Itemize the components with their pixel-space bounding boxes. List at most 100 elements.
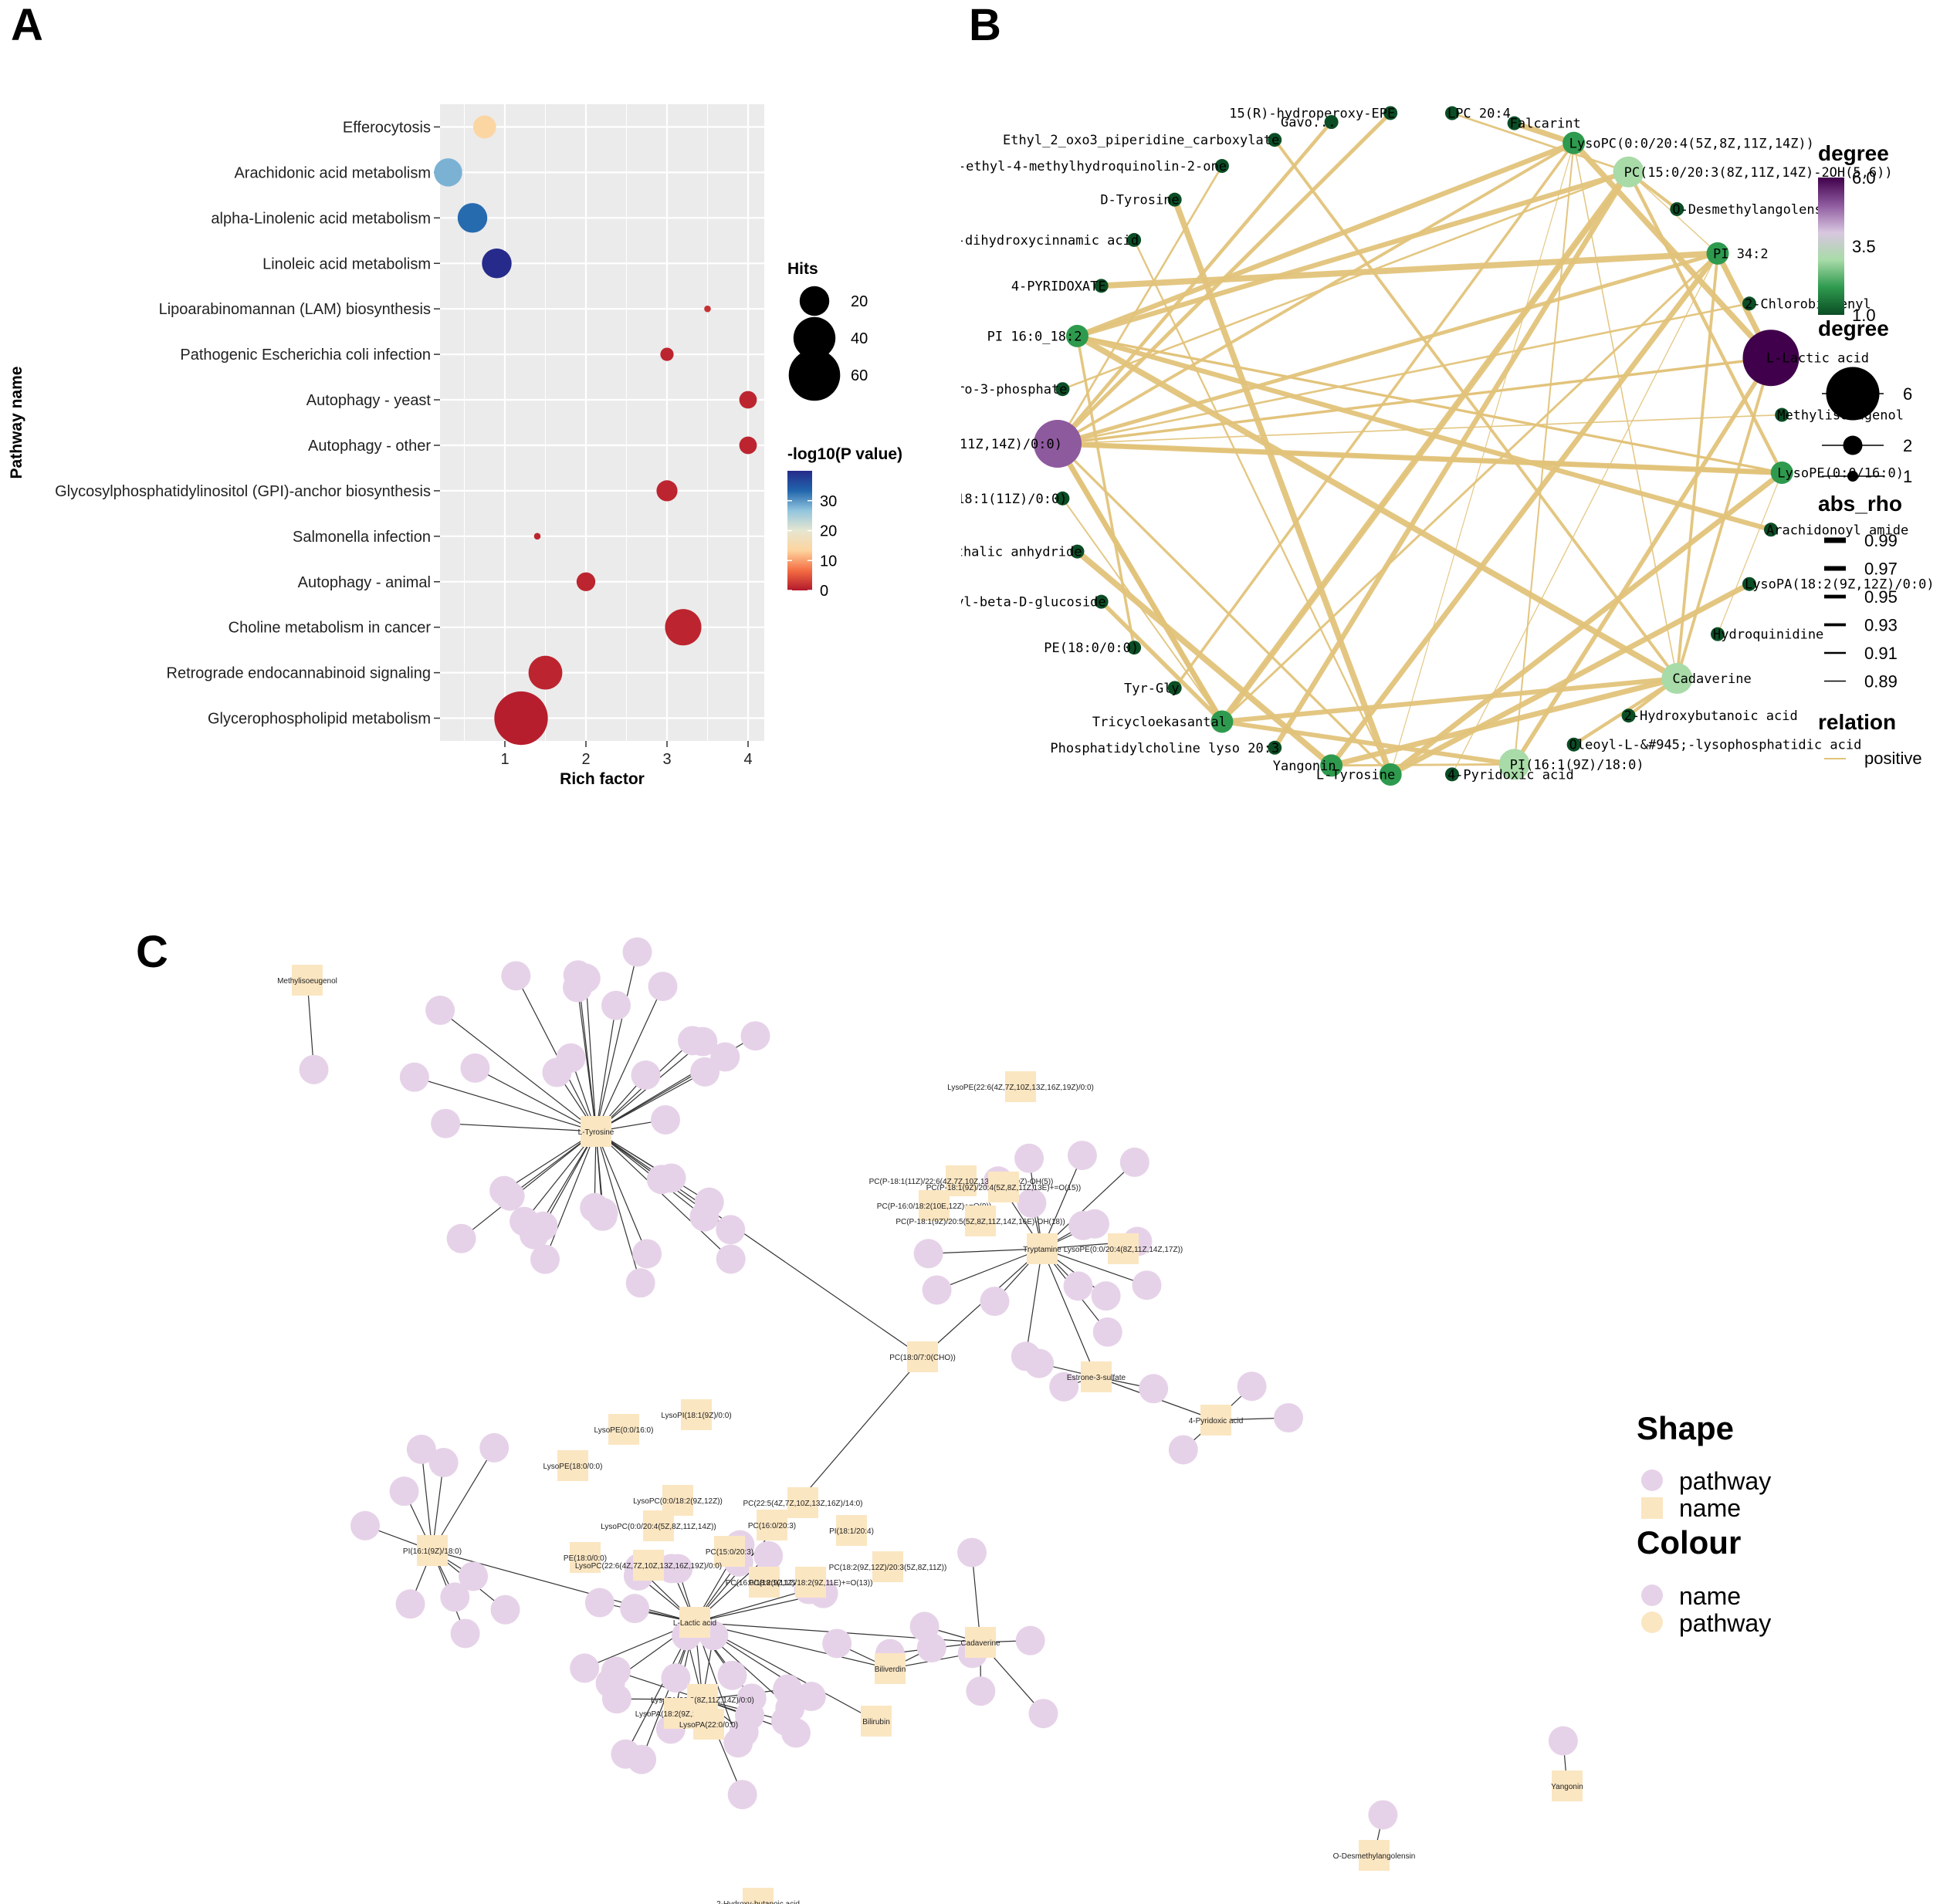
network-node: [1742, 296, 1756, 311]
legend-hits-label: 40: [851, 330, 868, 347]
legend-rho-label: 0.97: [1864, 560, 1898, 579]
name-node: [608, 1414, 639, 1445]
name-node-label: 4-Pyridoxic acid: [1189, 1417, 1244, 1425]
network-node: [1507, 116, 1522, 130]
network-edge: [1061, 171, 1630, 391]
network-node: [1670, 201, 1684, 216]
name-node-label: Yangonin: [1551, 1783, 1583, 1791]
name-node-label: Bilirubin: [862, 1718, 890, 1726]
pathway-node: [710, 1042, 740, 1072]
network-edge: [1330, 675, 1678, 769]
data-point: [434, 158, 462, 187]
network-edge: [1055, 442, 1224, 723]
pathway-node: [622, 937, 652, 967]
pathway-node: [727, 1780, 757, 1810]
y-tick-label: Lipoarabinomannan (LAM) biosynthesis: [159, 301, 431, 318]
network-edge: [1331, 763, 1515, 767]
pathway-node: [425, 996, 455, 1026]
pathway-node: [1024, 1348, 1055, 1378]
network-node-label: PE(18:0/0:0): [1044, 641, 1139, 656]
pathway-node: [399, 1062, 429, 1092]
pathway-node: [459, 1561, 489, 1591]
network-edge: [1221, 675, 1678, 725]
network-edges: [1055, 111, 1784, 777]
name-node-label: PC(P-18:1(9Z)/20:4(5Z,8Z,11Z,13E)+=O(15)…: [926, 1184, 1081, 1192]
pathway-node: [1274, 1403, 1304, 1433]
network-edge: [1077, 335, 1783, 474]
pathway-node: [717, 1660, 747, 1690]
network-node-label: Oleoyl-L-&#945;-lysophosphatidic acid: [1569, 738, 1862, 753]
legend-degree-color-label: 3.5: [1852, 237, 1876, 256]
name-node: [633, 1550, 664, 1581]
legend-degree-color-label: 1.0: [1852, 306, 1876, 325]
pathway-node: [601, 1656, 631, 1686]
pathway-node: [773, 1674, 803, 1704]
pathway-node: [1015, 1625, 1045, 1655]
name-node-label: Tryptamine: [1023, 1246, 1061, 1254]
name-node: [693, 1709, 724, 1740]
network-node: [1210, 710, 1234, 733]
pathway-node: [495, 1181, 525, 1211]
legend-degree-size-circle: [1843, 435, 1863, 455]
name-node-label: PC(18:0/7:0(CHO)): [889, 1354, 956, 1362]
name-node: [861, 1706, 892, 1737]
network-node: [1167, 192, 1182, 207]
network-node: [1621, 709, 1636, 723]
pathway-node: [1017, 1188, 1047, 1218]
y-tick-label: Arachidonic acid metabolism: [234, 164, 431, 181]
y-axis-title: Pathway name: [8, 367, 25, 479]
pathway-node: [661, 1663, 691, 1693]
name-node-label: LysoPC(22:6(4Z,7Z,10Z,13Z,16Z,19Z)/0:0): [575, 1562, 722, 1571]
legend-rho-label: 0.93: [1864, 616, 1898, 635]
pathway-node: [601, 990, 631, 1020]
network-node: [1055, 491, 1070, 506]
pathway-node: [563, 960, 593, 990]
legend-hits-label: 20: [851, 293, 868, 310]
pathway-node: [690, 1057, 720, 1087]
network-edge: [1390, 143, 1575, 775]
legend-rho-title: abs_rho: [1818, 492, 1902, 516]
network-edge: [595, 1131, 923, 1358]
network-edge: [432, 1447, 495, 1551]
name-node: [795, 1567, 826, 1598]
y-tick-label: Glycosylphosphatidylinositol (GPI)-ancho…: [55, 483, 431, 500]
network-edge: [1675, 253, 1719, 679]
name-node: [417, 1535, 448, 1566]
network-node: [1127, 232, 1142, 247]
network-node: [1444, 767, 1459, 782]
pathway-node: [587, 1201, 618, 1231]
pathway-node: [570, 1653, 600, 1683]
name-node-label: LysoPA(20:3(8Z,11Z,14Z)/0:0): [651, 1696, 754, 1705]
pathway-node: [1092, 1317, 1122, 1347]
name-node: [787, 1487, 818, 1518]
pathway-node: [431, 1108, 461, 1138]
network-node-label: LysoPE(0:0/16:0): [1777, 465, 1904, 481]
name-node-label: PC(16:0/18:2(9Z,12Z)): [726, 1579, 804, 1588]
name-node: [714, 1536, 745, 1567]
legend-shape-label: pathway: [1679, 1467, 1771, 1495]
legend-degree-size-title: degree: [1818, 316, 1889, 340]
network-edge: [595, 1005, 617, 1132]
name-node-label: PC(18:2(9Z,12Z)/20:3(5Z,8Z,11Z)): [829, 1564, 947, 1572]
network-edge: [1513, 143, 1575, 765]
network-node: [1661, 663, 1693, 695]
pathway-node: [822, 1628, 852, 1659]
pathway-node: [656, 1554, 686, 1584]
name-node: [570, 1542, 601, 1573]
name-node: [557, 1450, 588, 1481]
panel-letter-b: B: [969, 0, 1001, 50]
network-edge: [1272, 171, 1631, 749]
pathway-node: [584, 1588, 615, 1618]
y-tick-label: alpha-Linolenic acid metabolism: [211, 210, 431, 227]
pathway-node: [648, 972, 678, 1002]
network-edge: [475, 1067, 597, 1132]
legend-shape-label: name: [1679, 1494, 1741, 1522]
network-edge: [445, 1123, 597, 1132]
pathway-node: [530, 1244, 560, 1274]
network-node-label: O-Desmethylangolensin: [1672, 202, 1838, 218]
x-tick-label: 1: [500, 751, 509, 768]
pathway-node: [646, 1165, 676, 1195]
data-point: [704, 305, 711, 313]
pathway-node: [1368, 1800, 1398, 1830]
